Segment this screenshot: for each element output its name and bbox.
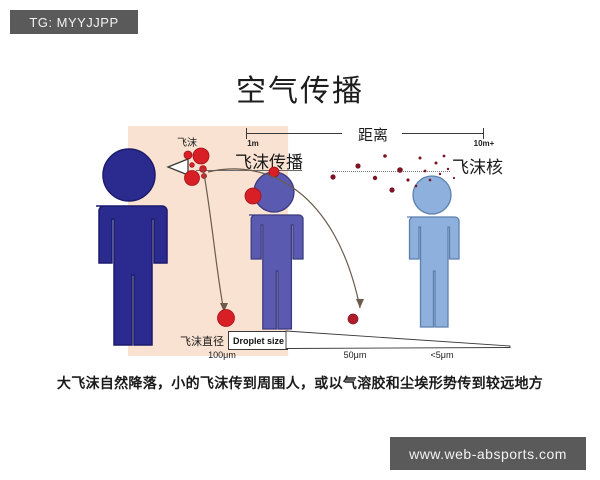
top-watermark-tag: TG: MYYJJPP — [10, 10, 138, 34]
scale-line-left — [246, 133, 342, 134]
droplet-size-50um: 50μm — [343, 350, 367, 360]
diagram-caption: 大飞沫自然降落，小的飞沫传到周围人，或以气溶胶和尘埃形势传到较远地方 — [56, 376, 544, 392]
droplet-size-box-label: Droplet size — [233, 335, 285, 346]
source-droplet-cluster — [166, 147, 210, 186]
scale-label: 距离 — [357, 126, 388, 144]
scale-tick-far — [483, 128, 484, 139]
figure-far-person — [407, 175, 460, 328]
droplet-size-box: Droplet size — [228, 331, 288, 350]
label-droplet-diameter: 飞沫直径 — [180, 335, 224, 348]
droplet-size-wedge — [285, 330, 511, 349]
label-droplet-nuclei: 飞沫核 — [452, 158, 503, 178]
near-person-droplets — [244, 166, 280, 205]
page-title: 空气传播 — [236, 74, 364, 109]
bottom-watermark-tag: www.web-absports.com — [390, 437, 586, 470]
figure-source-person — [96, 148, 168, 346]
droplet-nuclei-specks — [330, 154, 456, 193]
bottom-watermark-text: www.web-absports.com — [409, 445, 567, 462]
landed-droplets — [217, 309, 359, 327]
droplet-fall-arrows — [202, 167, 364, 313]
label-droplet: 飞沫 — [177, 138, 197, 149]
top-watermark-text: TG: MYYJJPP — [29, 14, 119, 30]
label-droplet-transmission: 飞沫传播 — [235, 153, 303, 173]
nuclei-dotted-line — [332, 171, 450, 173]
scale-value-far: 10m+ — [473, 139, 495, 148]
droplet-size-5um: <5μm — [430, 350, 454, 360]
distance-scale: 距离 1m 10m+ — [240, 124, 494, 150]
scale-line-right — [402, 133, 484, 134]
scale-value-near: 1m — [247, 139, 259, 148]
droplet-size-100um: 100μm — [208, 350, 236, 360]
